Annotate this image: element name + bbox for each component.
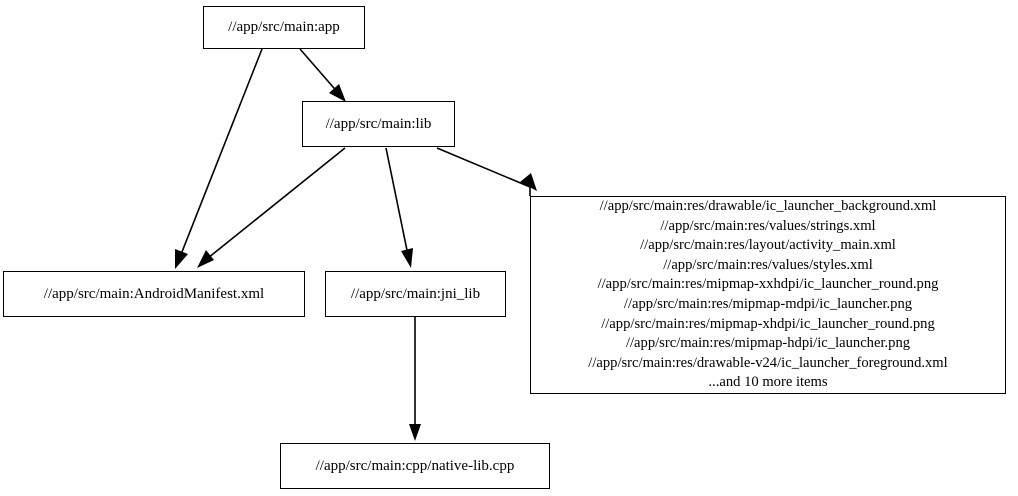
edge-app-to-lib — [299, 48, 346, 102]
edge-jni-lib-to-native-lib — [409, 317, 421, 441]
node-label-androidmanifest: //app/src/main:AndroidManifest.xml — [43, 285, 265, 302]
edge-lib-to-androidmanifest — [197, 147, 346, 268]
node-label-lib: //app/src/main:lib — [325, 115, 432, 132]
edge-lib-to-jni-lib — [385, 147, 413, 268]
graph-node-jni-lib[interactable]: //app/src/main:jni_lib — [325, 271, 506, 317]
graph-node-androidmanifest[interactable]: //app/src/main:AndroidManifest.xml — [3, 271, 305, 317]
edge-lib-to-resources — [436, 147, 537, 196]
node-label-app: //app/src/main:app — [228, 19, 340, 35]
edge-app-to-androidmanifest — [175, 48, 263, 269]
node-label-resources: //app/src/main:res/drawable/ic_launcher_… — [588, 198, 948, 391]
node-label-native-lib-cpp: //app/src/main:cpp/native-lib.cpp — [315, 457, 515, 474]
graph-node-native-lib-cpp[interactable]: //app/src/main:cpp/native-lib.cpp — [280, 443, 550, 489]
graph-node-resources[interactable]: //app/src/main:res/drawable/ic_launcher_… — [530, 196, 1006, 394]
graph-node-app[interactable]: //app/src/main:app — [203, 6, 365, 49]
node-label-jni-lib: //app/src/main:jni_lib — [350, 285, 481, 302]
graph-node-lib[interactable]: //app/src/main:lib — [302, 101, 455, 147]
